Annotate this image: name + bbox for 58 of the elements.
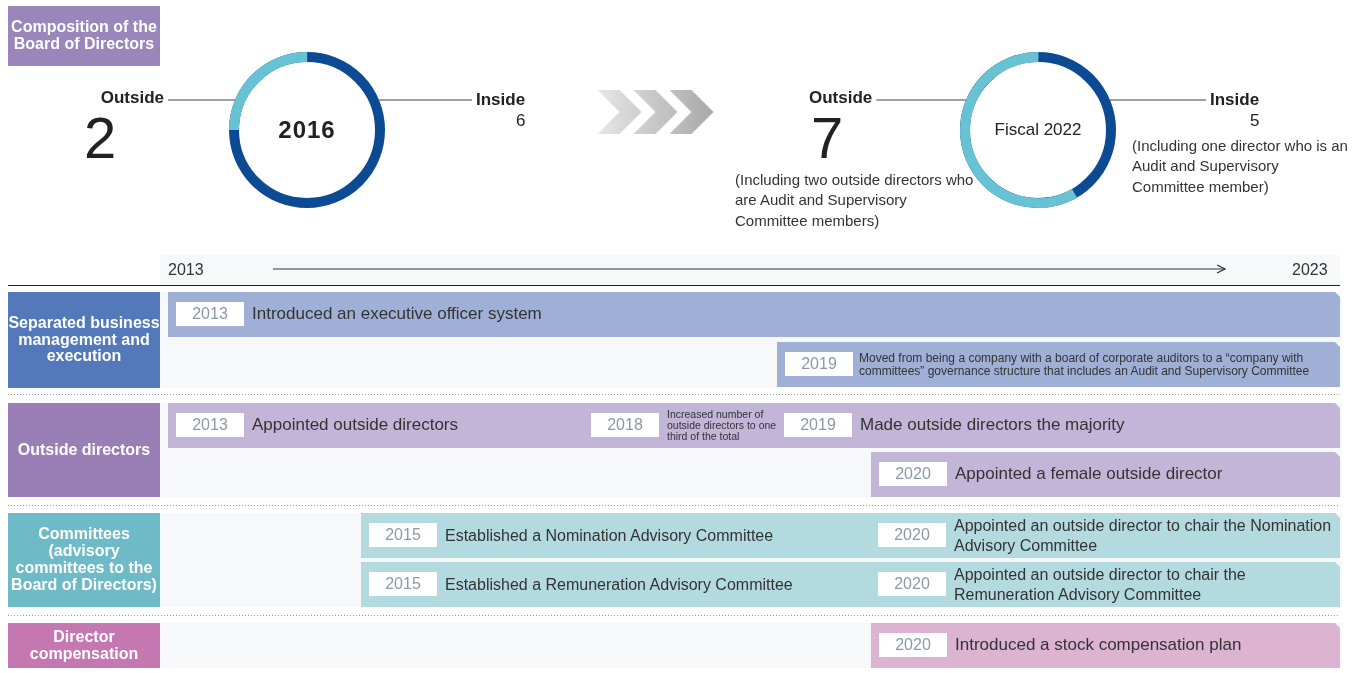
year-tag: 2013 [176,413,244,437]
event-text: Moved from being a company with a board of corporate auditors to a “company with committees” governance structure that includes an Audit and Supervisory Committee [859,349,1311,380]
year-tag: 2018 [591,413,659,437]
year-tag: 2019 [784,413,852,437]
year-label: 2023 [1292,261,1328,279]
timeline-bar [168,403,1340,448]
year-label: 2013 [168,261,204,279]
count-caption: Outside [809,88,873,108]
count-caption: Inside [1210,90,1260,110]
event-text: Appointed outside directors [252,414,460,437]
event-text: Increased number of outside directors to one third of the total [667,406,778,445]
year-tag: 2013 [176,302,244,326]
leader-line [875,99,967,101]
leader-line [167,99,236,101]
note-text: (Including two outside directors who are Audit and Supervisory Committee members) [735,170,975,231]
timeline-bar [871,623,1340,668]
note-text: (Including one director who is an Audit and Supervisory Committee member) [1132,136,1349,197]
event-text: Appointed an outside director to chair the Nomination Advisory Committee [954,516,1333,556]
donut-center-label: Fiscal 2022 [993,120,1083,140]
row-title: Outside directors [17,441,151,459]
count-caption: Inside [476,90,526,110]
count-number: 7 [811,110,845,166]
row-header [8,6,160,66]
event-text: Introduced a stock compensation plan [955,634,1243,657]
row-header [8,403,160,497]
row-title: Separated business management and execution [8,314,160,366]
row-header [8,623,160,668]
count-number: 5 [1250,110,1261,132]
year-tag: 2020 [879,462,947,486]
row-header [8,292,160,388]
timeline-bar [777,342,1340,387]
timeline-bar [168,292,1340,337]
count-caption: Outside [100,88,164,108]
event-text: Appointed a female outside director [955,463,1224,486]
timeline-bar [361,562,1340,607]
count-number: 6 [516,110,527,132]
timeline-bar [361,513,1340,558]
event-text: Established a Nomination Advisory Committee [445,525,775,546]
row-header [8,513,160,607]
count-number: 2 [84,110,118,166]
event-text: Established a Remuneration Advisory Committee [445,574,794,595]
year-tag: 2015 [369,523,437,547]
event-text: Introduced an executive officer system [252,303,543,326]
timeline-bar [871,452,1340,497]
donut-center-label: 2016 [277,116,337,144]
leader-line [1109,99,1207,101]
event-text: Made outside directors the majority [860,414,1126,437]
leader-line [378,99,473,101]
row-title: Committees (advisory committees to the Board of Directors) [10,526,158,594]
year-tag: 2020 [878,523,946,547]
chevron-arrow [597,90,714,134]
year-tag: 2015 [369,572,437,596]
row-title: Composition of the Board of Directors [10,19,158,53]
year-tag: 2019 [785,352,853,376]
year-tag: 2020 [878,572,946,596]
row-title: Director compensation [28,628,140,663]
year-tag: 2020 [879,633,947,657]
event-text: Appointed an outside director to chair the Remuneration Advisory Committee [954,565,1247,605]
